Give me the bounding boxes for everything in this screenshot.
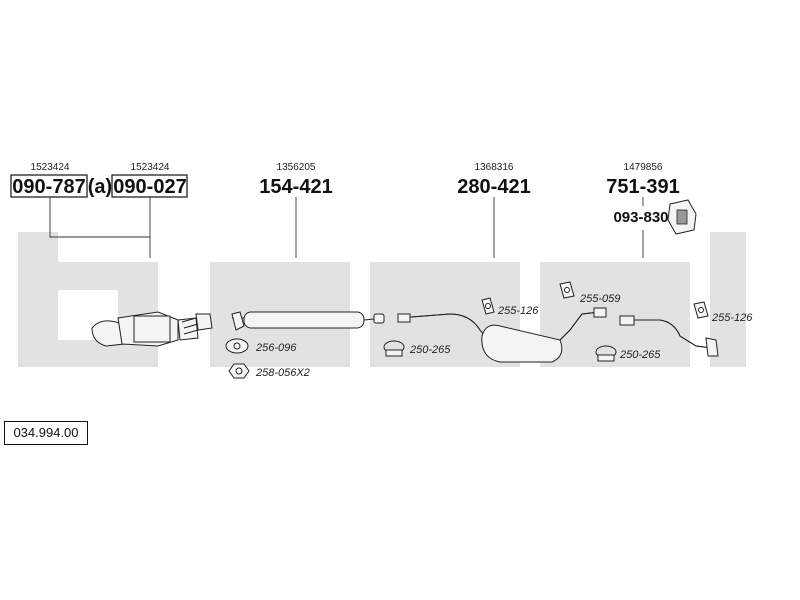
part-number[interactable]: 280-421 (457, 176, 530, 198)
oem-number: 1523424 (31, 162, 70, 173)
reference-number: 034.994.00 (4, 421, 88, 445)
clamp-icon[interactable] (383, 340, 405, 357)
accessory-number[interactable]: 250-265 (619, 349, 661, 361)
mounting-bracket-icon[interactable] (667, 199, 697, 235)
part-number-box (111, 174, 188, 198)
accessory-number[interactable]: 255-059 (579, 293, 620, 305)
part-number[interactable]: 093-830 (613, 209, 668, 226)
leader-lines (49, 197, 644, 258)
oem-number: 1356205 (277, 162, 316, 173)
accessory-number[interactable]: 255-126 (497, 305, 539, 317)
part-number[interactable]: 154-421 (259, 176, 332, 198)
rubber-hanger-icon[interactable] (481, 297, 495, 315)
brand-watermark (18, 232, 746, 367)
nut-icon[interactable] (228, 363, 250, 379)
variant-marker: (a) (88, 176, 112, 198)
tail-pipe-icon[interactable] (619, 315, 719, 357)
part-number[interactable]: 090-787 (12, 176, 85, 198)
middle-silencer-icon[interactable] (231, 311, 385, 331)
oem-number: 1368316 (475, 162, 514, 173)
clamp-icon[interactable] (595, 345, 617, 362)
rear-silencer-icon[interactable] (397, 307, 607, 363)
rubber-hanger-icon[interactable] (559, 281, 575, 299)
part-number[interactable]: 090-027 (113, 176, 186, 198)
accessory-number[interactable]: 255-126 (711, 312, 753, 324)
catalytic-converter-icon[interactable] (91, 311, 213, 347)
accessory-number[interactable]: 250-265 (409, 344, 451, 356)
part-number-box (10, 174, 88, 198)
accessory-number[interactable]: 256-096 (255, 342, 297, 354)
part-number[interactable]: 751-391 (606, 176, 679, 198)
accessory-number[interactable]: 258-056X2 (255, 367, 310, 379)
oem-number: 1479856 (624, 162, 663, 173)
gasket-icon[interactable] (225, 338, 249, 354)
rubber-hanger-icon[interactable] (693, 301, 709, 319)
oem-number: 1523424 (131, 162, 170, 173)
